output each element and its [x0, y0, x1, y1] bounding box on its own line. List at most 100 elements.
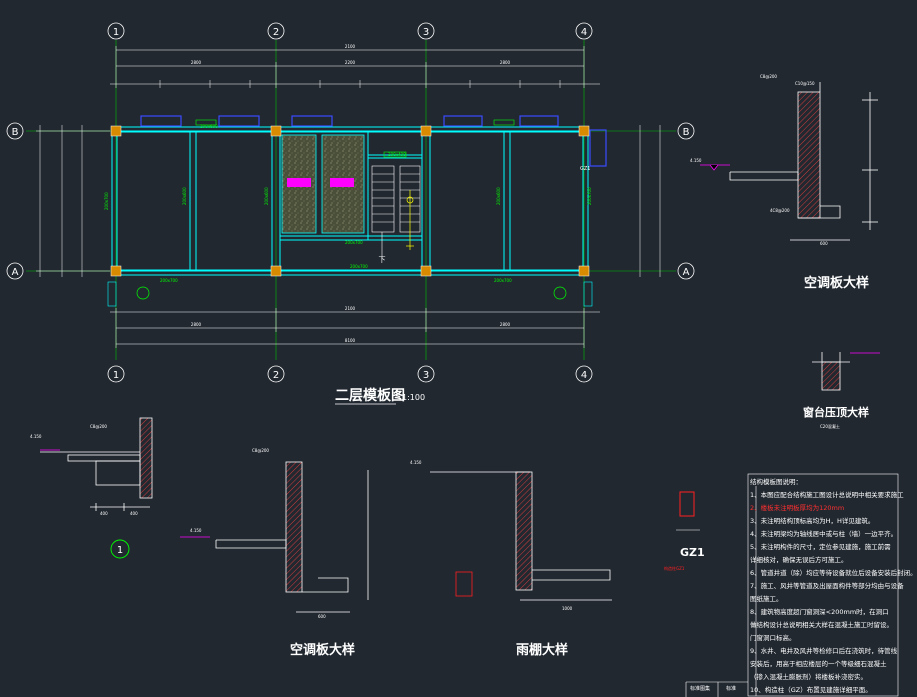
axis-label-2-top: 2	[273, 27, 279, 38]
notes-item-4: 4、未注明梁均为轴线居中或与柱（墙）一边平齐。	[750, 530, 898, 538]
axis-label-4-bottom: 4	[581, 370, 587, 381]
svg-text:200x700: 200x700	[587, 187, 592, 205]
axis-label-3-bottom: 3	[423, 370, 429, 381]
axis-label-b-right: B	[683, 127, 690, 138]
notes-item-13: 9、水井、电井及风井等检修口后在浇筑时，待管线	[750, 647, 898, 655]
svg-text:2200: 2200	[345, 60, 356, 65]
notes-item-7: 6、管道井道（除）均应等待设备就位后设备安装后封闭。	[750, 569, 917, 577]
svg-text:200x700: 200x700	[345, 240, 363, 245]
svg-text:2800: 2800	[191, 60, 202, 65]
svg-text:2800: 2800	[191, 322, 202, 327]
notes-item-12: 门窗洞口标高。	[750, 634, 796, 642]
notes-item-11: 做结构设计总说明相关大样在混凝土施工时留设。	[750, 621, 893, 629]
svg-text:200x600: 200x600	[264, 187, 269, 205]
svg-text:200x400: 200x400	[388, 152, 406, 157]
svg-text:4C8@200: 4C8@200	[770, 208, 790, 213]
notes-item-9: 图纸施工。	[750, 595, 783, 603]
columns	[110, 125, 590, 277]
detail-1	[40, 417, 153, 511]
svg-text:2100: 2100	[345, 306, 356, 311]
canopy-dim-1000: 1000	[562, 606, 573, 611]
svg-text:C20混凝土: C20混凝土	[820, 423, 840, 429]
window-lintels	[140, 115, 607, 167]
notes-item-6: 详细核对，确保无误后方可施工。	[750, 556, 848, 564]
notes-header: 结构模板图说明：	[750, 478, 802, 486]
svg-text:200x600: 200x600	[200, 124, 218, 129]
svg-text:200x600: 200x600	[496, 187, 501, 205]
plan-scale: 1:100	[402, 393, 425, 402]
notes-item-14: 安装后，用高于相应楼层的一个等级细石混凝土	[750, 660, 887, 668]
svg-text:200x700: 200x700	[350, 264, 368, 269]
svg-text:8100: 8100	[345, 338, 356, 343]
gz1-detail	[676, 491, 700, 531]
axis-label-1-bottom: 1	[113, 370, 119, 381]
svg-text:4.150: 4.150	[30, 434, 42, 439]
side-elements	[107, 281, 593, 307]
detail-1-label: 1	[117, 545, 123, 556]
dimension-ticks: 2100 2800 2200 2800 2100 2800 2800 8100	[191, 44, 511, 343]
canopy-detail	[430, 471, 612, 601]
axis-label-2-bottom: 2	[273, 370, 279, 381]
canopy-title: 雨棚大样	[516, 642, 568, 658]
elev-bottom-left: 4.150	[190, 528, 202, 533]
parapet-title: 窗台压顶大样	[803, 405, 869, 419]
elev-canopy: 4.150	[410, 460, 422, 465]
stair-down-mark: 下	[379, 256, 386, 264]
axis-label-a-right: A	[683, 267, 690, 278]
ac-dim-600: 600	[318, 614, 326, 619]
notes-item-8: 7、施工、风井等管道及出屋面构件等部分均由与设备	[750, 582, 904, 590]
svg-text:200x600: 200x600	[182, 187, 187, 205]
plan-title: 二层模板图	[335, 387, 405, 404]
detail-1-dim-400: 400	[100, 511, 108, 516]
ac-detail-right-title: 空调板大样	[804, 275, 869, 291]
gz1-plan-mark: GZ1	[580, 166, 590, 172]
drawing-svg: 1 2 3 4 1 2 3 4 B A B A	[6, 22, 899, 697]
ac-board-marks	[195, 119, 515, 158]
svg-text:C8@200: C8@200	[90, 424, 107, 429]
svg-text:C8@200: C8@200	[252, 448, 269, 453]
svg-text:构造柱GZ1: 构造柱GZ1	[664, 565, 685, 571]
axis-label-b-left: B	[12, 127, 19, 138]
svg-text:4.150: 4.150	[690, 158, 702, 163]
axis-label-a-left: A	[12, 267, 19, 278]
parapet-detail	[812, 352, 850, 391]
section-marks	[136, 286, 567, 300]
svg-text:200x700: 200x700	[494, 278, 512, 283]
notes-table	[685, 473, 899, 697]
axis-label-4-top: 4	[581, 27, 587, 38]
notes-panel: 结构模板图说明： 1、本图应配合结构施工图设计总说明中相关要求施工 2、楼板未注…	[750, 476, 917, 694]
stair	[371, 165, 421, 258]
axis-bubbles-top	[6, 22, 695, 383]
svg-text:2800: 2800	[500, 322, 511, 327]
axis-label-1-top: 1	[113, 27, 119, 38]
notes-item-15: （掺入混凝土膨胀剂）将楼板补浇密实。	[750, 673, 867, 681]
plan-beams	[111, 126, 589, 276]
notes-footer-mid: 标准	[726, 686, 737, 692]
stair-yellow-marks	[406, 190, 414, 250]
room-tags	[287, 178, 354, 187]
axis-label-3-top: 3	[423, 27, 429, 38]
notes-item-1: 1、本图应配合结构施工图设计总说明中相关要求施工	[750, 491, 904, 499]
notes-item-10: 8、建筑物高度超门窗洞深<200mm时，在洞口	[750, 608, 889, 616]
notes-item-2: 2、楼板未注明板厚均为120mm	[750, 504, 845, 512]
svg-text:200x700: 200x700	[160, 278, 178, 283]
notes-item-5: 5、未注明构件的尺寸，定位参见建施，施工前需	[750, 543, 891, 551]
notes-footer-left: 标准图集	[690, 686, 711, 692]
svg-text:600: 600	[820, 241, 828, 246]
dimension-lines-side	[36, 125, 661, 277]
svg-text:C10@150: C10@150	[795, 81, 815, 86]
dimension-lines-bottom	[110, 308, 600, 348]
cad-drawing-canvas: { "plan": { "title": "二层模板图", "scale": "…	[6, 22, 917, 697]
ac-detail-bottom	[215, 461, 369, 613]
svg-text:2100: 2100	[345, 44, 356, 49]
notes-item-16: 10、构造柱（GZ）布置见建施详细平面。	[750, 686, 872, 694]
svg-text:2800: 2800	[500, 60, 511, 65]
svg-text:C8@200: C8@200	[760, 74, 777, 79]
notes-item-3: 3、未注明结构顶标高均为H，H详见建筑。	[750, 517, 875, 525]
beam-labels: 200x600 200x400 200x700 200x700 200x700 …	[104, 124, 592, 283]
gz1-title: GZ1	[680, 546, 705, 559]
ac-detail-right	[729, 82, 878, 241]
svg-text:400: 400	[130, 511, 138, 516]
ac-detail-bottom-title: 空调板大样	[290, 642, 355, 658]
dimension-lines-top	[110, 46, 600, 88]
